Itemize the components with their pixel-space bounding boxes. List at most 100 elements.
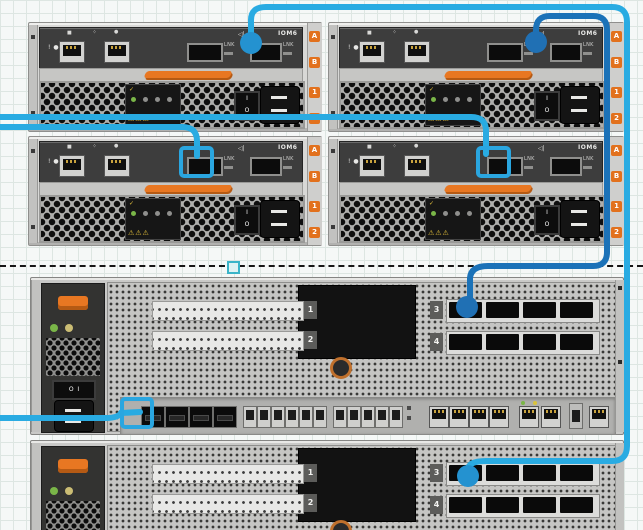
sas-port-b (550, 43, 582, 62)
psu-led-cluster: ✓ ⚠⚠⚠ (425, 198, 481, 240)
sfp-port (285, 406, 299, 428)
orange-latch-handle (143, 185, 233, 192)
controller-ear-right (615, 443, 624, 530)
sas-port-b (250, 157, 282, 176)
fault-led (155, 97, 160, 102)
iom-model-label: IOM6 (578, 30, 598, 37)
warning-icons: ⚠⚠⚠ (128, 115, 150, 123)
ethernet-port (59, 155, 85, 177)
qsfp-port-1 (449, 334, 482, 350)
ac-inlet (560, 86, 600, 124)
console-port (589, 406, 609, 428)
warning-icons: ⚠⚠⚠ (128, 229, 150, 237)
link-led (224, 52, 233, 55)
link-led (224, 166, 233, 169)
separator-drag-handle[interactable] (227, 261, 240, 274)
port-link-icon: ◁| (538, 31, 545, 38)
orange-latch-handle (443, 71, 533, 78)
iom-b-badge: B (309, 57, 320, 68)
psu-module: ✓ ⚠⚠⚠ I O (39, 81, 305, 129)
sas-port-a-highlighted (487, 157, 523, 176)
controller-main-panel: 1 2 3 4 (107, 445, 621, 530)
slot-1-label: 1 (304, 301, 317, 319)
ethernet-port (104, 155, 130, 177)
usb-port (569, 403, 583, 429)
mgmt-port (519, 406, 539, 428)
link-led (583, 52, 592, 55)
psu-vent-grille (46, 338, 100, 376)
onboard-sas-port-b (165, 406, 189, 428)
psu-vent-grille (46, 501, 100, 530)
port-link-icon: ◁| (538, 145, 545, 152)
slot-4-label: 4 (430, 333, 443, 351)
qsfp-port-4 (560, 497, 593, 513)
qsfp-port-2 (486, 334, 519, 350)
shelf-bracket: A B 1 2 (609, 23, 624, 131)
link-led (524, 52, 533, 55)
alert-info-icon: ! ● i (48, 44, 64, 51)
warning-icons: ⚠⚠⚠ (428, 229, 450, 237)
psu-fault-led (65, 487, 73, 495)
shelf2-right: ! ● i ■ ⁘ ● LNK ◁| LNK IOM6 ✓ (328, 136, 624, 246)
sas-hba-slot3 (446, 462, 600, 486)
controller-ear-left (31, 280, 40, 432)
pcie-slot-blank (152, 494, 304, 514)
power-switch: I O (234, 205, 260, 235)
iom-module: ! ● i ■ ⁘ ● LNK ◁| LNK IOM6 (339, 141, 603, 183)
pcie-slot-blank (152, 301, 304, 321)
thumbscrew (330, 520, 352, 530)
mgmt-led (533, 401, 537, 405)
panel-button (407, 416, 411, 420)
mgmt-led (521, 401, 525, 405)
slot-1-label: 1 (304, 464, 317, 482)
qsfp-port-3 (523, 302, 556, 318)
ac-inlet (560, 200, 600, 238)
sas-hba-slot4 (446, 494, 600, 518)
iom-b-badge: B (611, 171, 622, 182)
latch-mark (618, 286, 622, 290)
shelf-ear-left (329, 139, 338, 243)
psu-led-cluster: ✓ ⚠⚠⚠ (125, 198, 181, 240)
dot-icon: ● (414, 143, 419, 149)
screw-hole (31, 111, 35, 115)
psu-1-badge: 1 (309, 87, 320, 98)
link-label: LNK (583, 42, 594, 48)
psu-module: ✓ ⚠⚠⚠ I O (339, 81, 605, 129)
psu-2-badge: 2 (611, 113, 622, 124)
sfp-port (347, 406, 361, 428)
qsfp-port-1 (449, 302, 482, 318)
iom-latch-strip (39, 68, 303, 82)
sas-port-b (250, 43, 282, 62)
qsfp-port-2 (486, 302, 519, 318)
controller-psu: O I (41, 283, 105, 433)
qsfp-port-3 (523, 465, 556, 481)
onboard-sas-port-a-highlighted (141, 406, 165, 428)
screw-hole (31, 35, 35, 39)
ethernet-port-e0c (469, 406, 489, 428)
share-icon: ⁘ (92, 143, 98, 150)
qsfp-port-4 (560, 334, 593, 350)
iom-a-badge: A (309, 145, 320, 156)
ac-inlet (260, 200, 300, 238)
ac-inlet (54, 400, 94, 432)
sfp-port (257, 406, 271, 428)
psu-2-badge: 2 (309, 113, 320, 124)
link-label: LNK (224, 42, 235, 48)
port-link-icon: ◁| (238, 145, 245, 152)
sas-port-a (487, 43, 523, 62)
slot-2-label: 2 (304, 494, 317, 512)
sfp-port (333, 406, 347, 428)
ac-inlet (260, 86, 300, 124)
iom-latch-strip (339, 68, 603, 82)
psu-1-badge: 1 (611, 201, 622, 212)
qsfp-port-2 (486, 465, 519, 481)
mgmt-port (541, 406, 561, 428)
shelf-bracket: A B 1 2 (609, 137, 624, 245)
shelf-bracket: A B 1 2 (307, 137, 322, 245)
sfp-port (271, 406, 285, 428)
sas-hba-slot3 (446, 299, 600, 323)
power-switch: O I (52, 380, 96, 400)
iom-latch-strip (339, 182, 603, 196)
controller-2: 1 2 3 4 (30, 440, 624, 530)
sas-port-b (550, 157, 582, 176)
